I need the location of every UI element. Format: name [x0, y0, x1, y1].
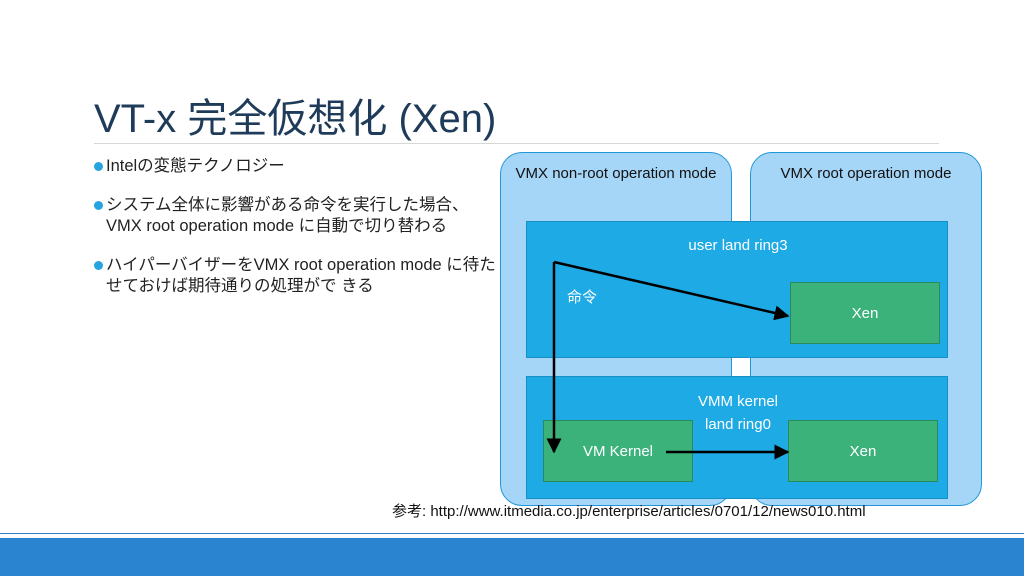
bullet-dot-icon [94, 162, 103, 171]
bullet-item: システム全体に影響がある命令を実行した場合、VMX root operation… [94, 195, 504, 237]
slide-title: VT-x 完全仮想化 (Xen) [94, 97, 497, 141]
vmx-non-root-label: VMX non-root operation mode [515, 165, 717, 182]
footer-bar [0, 538, 1024, 576]
bullet-item: Intelの変態テクノロジー [94, 156, 504, 177]
bullet-text: Intelの変態テクノロジー [106, 157, 285, 175]
bullet-item: ハイパーバイザーをVMX root operation mode に待たせておけ… [94, 255, 504, 297]
instruction-arrow [553, 260, 790, 321]
bullet-dot-icon [94, 261, 103, 270]
title-divider [94, 143, 939, 144]
reference-text: 参考: http://www.itmedia.co.jp/enterprise/… [392, 503, 866, 520]
xen-kernel-box: Xen [788, 420, 938, 482]
instruction-label: 命令 [567, 289, 598, 306]
vmx-root-label: VMX root operation mode [780, 165, 952, 182]
xen-user-box: Xen [790, 282, 940, 344]
user-land-label: user land ring3 [688, 237, 788, 254]
bullet-text: システム全体に影響がある命令を実行した場合、VMX root operation… [106, 196, 469, 235]
kernel-land-label: VMM kernel land ring0 [697, 393, 779, 433]
bullet-dot-icon [94, 201, 103, 210]
footer-divider [0, 533, 1024, 534]
bullet-list: Intelの変態テクノロジー システム全体に影響がある命令を実行した場合、VMX… [94, 156, 504, 315]
bullet-text: ハイパーバイザーをVMX root operation mode に待たせておけ… [106, 256, 496, 295]
